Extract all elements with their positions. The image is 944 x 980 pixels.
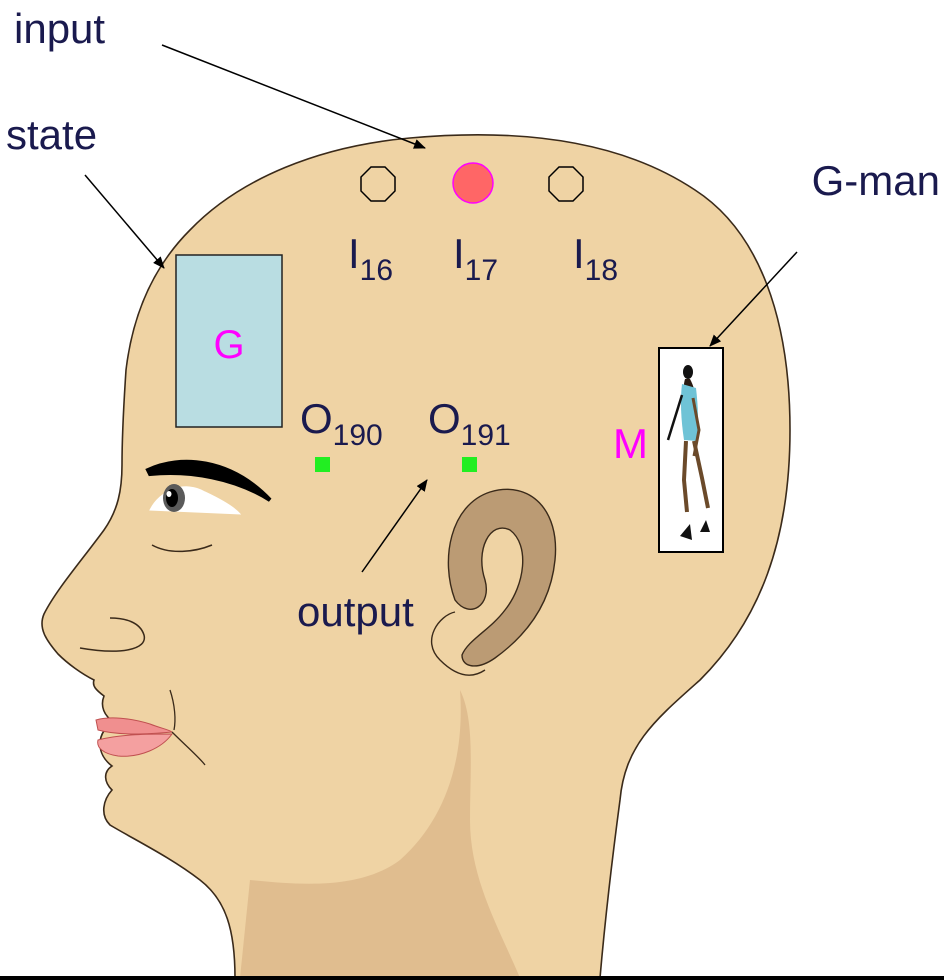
g-man-callout-label: G-man [812, 157, 940, 204]
output-marker-190 [315, 457, 330, 472]
state-box-letter: G [213, 323, 244, 367]
output-marker-191 [462, 457, 477, 472]
input-callout-label: input [14, 5, 105, 52]
state-arrow [85, 175, 164, 268]
g-man-box [659, 348, 723, 552]
state-callout-label: state [6, 111, 97, 158]
input-marker-17 [453, 163, 493, 203]
input-arrow [162, 45, 425, 148]
output-callout-label: output [297, 588, 414, 635]
m-box-letter: M [613, 420, 648, 467]
